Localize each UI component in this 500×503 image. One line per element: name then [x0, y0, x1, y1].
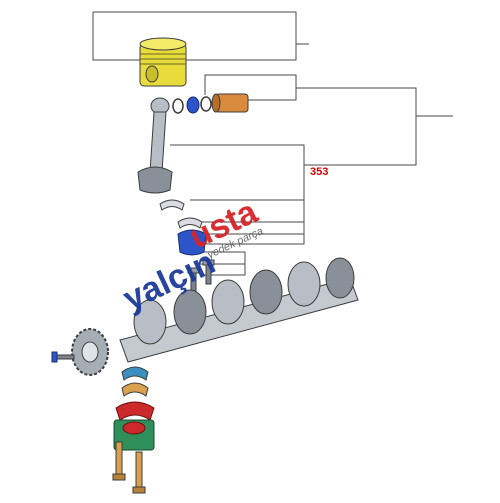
- circlip-left: [172, 98, 184, 114]
- connecting-rod: [137, 97, 173, 194]
- main-bolt-right: [132, 451, 146, 494]
- timing-gear: [71, 328, 109, 376]
- callout-label: 353: [310, 166, 328, 178]
- thrust-washer: [115, 401, 155, 421]
- main-cap: [113, 419, 155, 451]
- crankshaft: [119, 257, 359, 363]
- rod-cap: [177, 229, 207, 256]
- rod-bearing-upper: [159, 199, 185, 211]
- circlip-right: [200, 96, 212, 112]
- main-bolt-left: [112, 441, 126, 481]
- piston-pin: [211, 93, 249, 113]
- small-end-bushing: [186, 96, 200, 114]
- main-bearing-lower: [121, 382, 149, 397]
- rod-bearing-lower: [177, 217, 203, 229]
- gear-bolt: [51, 351, 75, 363]
- piston: [139, 37, 187, 87]
- rod-bolt-right: [202, 259, 215, 285]
- main-bearing-upper: [121, 366, 149, 381]
